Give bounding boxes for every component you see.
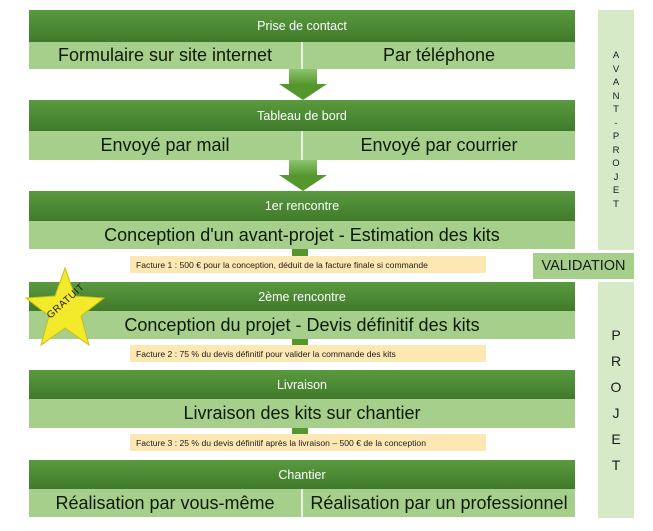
stage-cell-avant-projet: Conception d'un avant-projet - Estimatio…: [29, 221, 575, 249]
invoice-2: Facture 2 : 75 % du devis définitif pour…: [130, 345, 486, 362]
invoice-3: Facture 3 : 25 % du devis définitif aprè…: [130, 434, 486, 451]
connector: [292, 428, 308, 436]
stage-header-prise-de-contact: Prise de contact: [29, 10, 575, 42]
side-panel-avant-projet: A V A N T - P R O J E T: [598, 10, 634, 250]
side-letter: -: [614, 117, 618, 129]
side-letter: A: [612, 50, 620, 61]
down-arrow: [279, 160, 327, 191]
down-arrow: [279, 69, 327, 100]
stage-cell-telephone: Par téléphone: [303, 42, 575, 69]
stage-header-2eme-rencontre: 2ème rencontre: [29, 282, 575, 311]
star-icon: [25, 266, 105, 347]
side-letter: T: [611, 457, 621, 473]
side-letter: N: [612, 90, 620, 102]
side-letter: A: [612, 77, 620, 88]
side-panel-projet: P R O J E T: [598, 282, 634, 518]
stage-cell-formulaire: Formulaire sur site internet: [29, 42, 301, 69]
stage-header-1er-rencontre: 1er rencontre: [29, 191, 575, 221]
stage-cell-mail: Envoyé par mail: [29, 131, 301, 160]
side-letter: V: [612, 63, 620, 75]
stage-cell-courrier: Envoyé par courrier: [303, 131, 575, 160]
stage-header-chantier: Chantier: [29, 460, 575, 489]
side-letter: E: [611, 431, 621, 447]
gratuit-star-badge: GRATUIT: [25, 266, 105, 348]
side-letter: P: [611, 327, 621, 343]
side-letter: J: [612, 405, 620, 421]
stage-cell-professionnel: Réalisation par un professionnel: [303, 489, 575, 517]
side-letter: J: [613, 171, 619, 183]
stage-cell-livraison: Livraison des kits sur chantier: [29, 399, 575, 428]
stage-header-livraison: Livraison: [29, 370, 575, 399]
stage-cell-vous-meme: Réalisation par vous-même: [29, 489, 301, 517]
side-letter: O: [610, 379, 622, 395]
side-letter: R: [610, 353, 622, 369]
cell-divider: [301, 489, 303, 517]
stage-cell-projet: Conception du projet - Devis définitif d…: [29, 311, 575, 339]
side-letter: E: [612, 185, 620, 196]
connector: [292, 249, 308, 257]
cell-divider: [301, 42, 303, 69]
validation-label: VALIDATION: [533, 253, 634, 279]
side-letter: P: [612, 131, 620, 142]
cell-divider: [301, 131, 303, 160]
side-letter: T: [613, 198, 619, 210]
connector: [292, 339, 308, 347]
stage-header-tableau-de-bord: Tableau de bord: [29, 100, 575, 131]
side-letter: T: [613, 104, 619, 115]
invoice-1: Facture 1 : 500 € pour la conception, dé…: [130, 256, 486, 273]
side-letter: O: [612, 158, 620, 169]
side-letter: R: [612, 144, 620, 156]
